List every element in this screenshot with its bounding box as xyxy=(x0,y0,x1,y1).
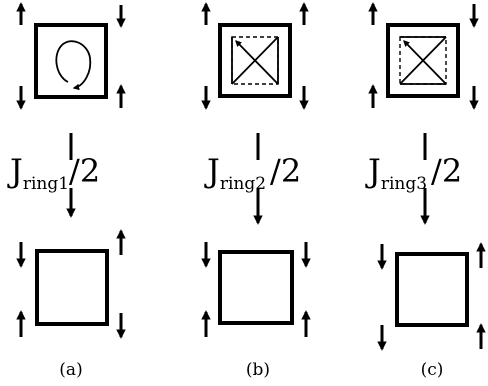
coupling-symbol: J xyxy=(365,152,381,190)
coupling-suffix: /2 xyxy=(270,152,301,190)
coupling-symbol: J xyxy=(204,152,220,190)
diagonal-exchange-arrow xyxy=(235,40,279,85)
top-plaquette-b xyxy=(201,2,309,110)
bottom-plaquette-c xyxy=(377,242,486,351)
panel-caption: (a) xyxy=(59,360,82,380)
panel-b: Jring2/2 (b) xyxy=(201,2,311,380)
diagonal-exchange-arrow xyxy=(403,40,447,85)
ring-rotation-icon xyxy=(55,40,92,91)
top-plaquette-c xyxy=(368,2,479,110)
panel-caption: (c) xyxy=(421,360,444,380)
coupling-subscript: ring1 xyxy=(23,174,69,194)
coupling-subscript: ring2 xyxy=(220,174,266,194)
panel-caption: (b) xyxy=(246,360,270,380)
bottom-plaquette-b xyxy=(201,242,311,337)
bottom-plaquette-a xyxy=(16,229,126,339)
top-plaquette-a xyxy=(16,2,126,110)
coupling-suffix: /2 xyxy=(431,152,462,190)
coupling-label-b: Jring2/2 xyxy=(204,133,301,225)
svg-text:Jring3/2: Jring3/2 xyxy=(365,152,462,194)
coupling-label-a: Jring1/2 xyxy=(7,133,100,218)
svg-text:Jring2/2: Jring2/2 xyxy=(204,152,301,194)
panel-c: Jring3/2 (c) xyxy=(365,2,486,380)
svg-text:Jring1/2: Jring1/2 xyxy=(7,152,100,194)
coupling-symbol: J xyxy=(7,152,23,190)
coupling-subscript: ring3 xyxy=(381,174,427,194)
coupling-suffix: /2 xyxy=(69,152,100,190)
coupling-label-c: Jring3/2 xyxy=(365,133,462,225)
panel-a: Jring1/2 (a) xyxy=(7,2,126,380)
